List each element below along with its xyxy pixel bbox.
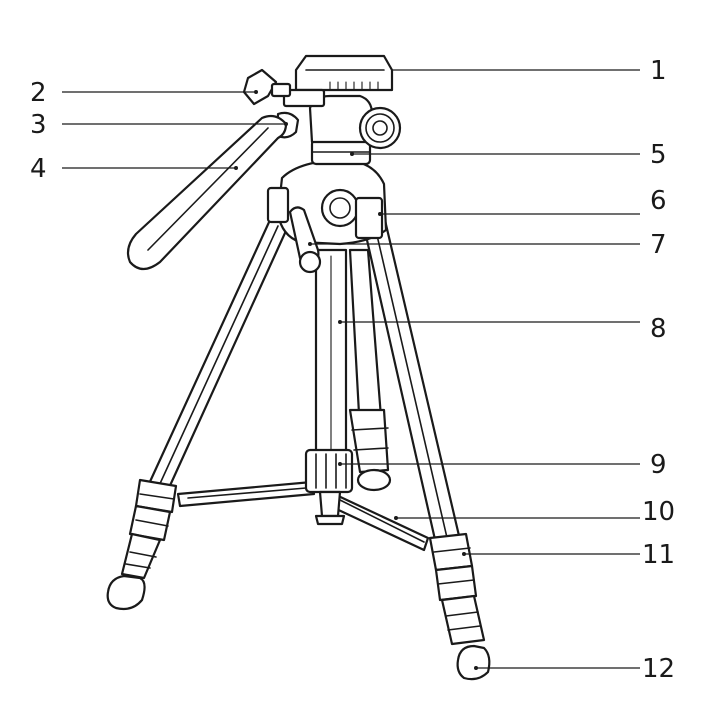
callout-labels: 1 2 3 4 5 6 7 8 9 10 11 12 (30, 56, 675, 684)
callout-3: 3 (30, 110, 47, 140)
callout-12: 12 (642, 654, 675, 684)
callout-11: 11 (642, 540, 675, 570)
callout-5: 5 (650, 140, 667, 170)
callout-10: 10 (642, 497, 675, 527)
callout-9: 9 (650, 450, 667, 480)
callout-8: 8 (650, 314, 667, 344)
head-neck (310, 138, 372, 166)
leg-braces (176, 480, 430, 552)
pan-head (308, 94, 402, 150)
callout-4: 4 (30, 154, 47, 184)
leader-lines (62, 69, 640, 670)
callout-7: 7 (650, 230, 667, 260)
back-leg (348, 248, 392, 492)
pan-handle (126, 111, 300, 271)
callout-2: 2 (30, 78, 47, 108)
center-column (304, 248, 354, 526)
right-leg (360, 214, 491, 681)
callout-6: 6 (650, 186, 667, 216)
left-leg (106, 218, 292, 611)
tripod-illustration (106, 54, 491, 681)
plate-lock-knob (242, 68, 292, 106)
plate-ridges (329, 81, 379, 91)
column-lock-lever (288, 206, 322, 274)
callout-1: 1 (650, 56, 667, 86)
leg-hub (266, 158, 388, 246)
